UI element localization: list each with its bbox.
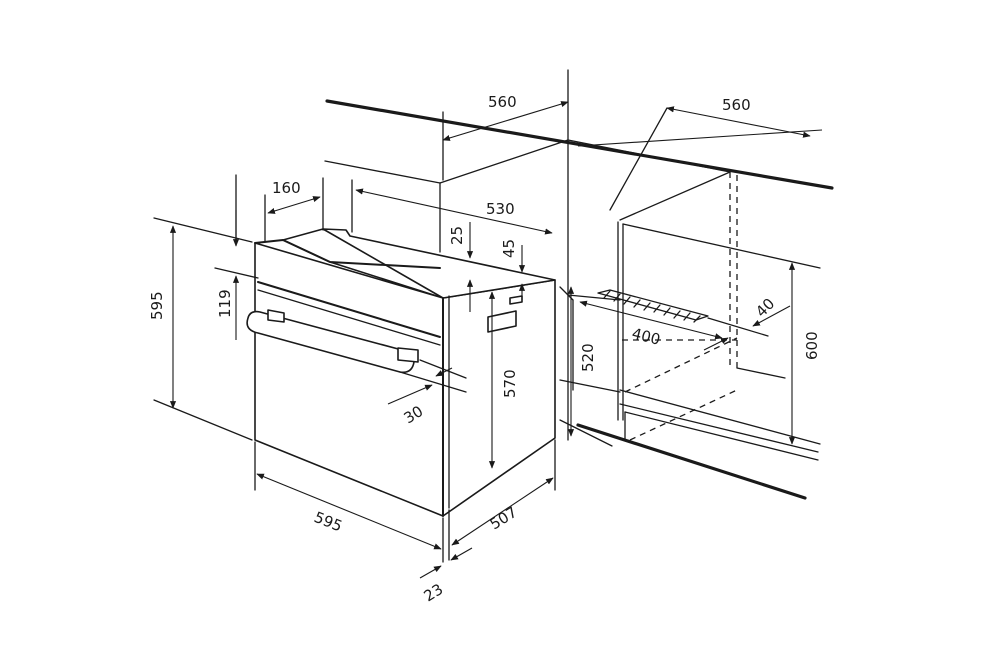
dim-cutout-width: 400 — [579, 300, 723, 349]
dim-label-119: 119 — [216, 289, 234, 318]
dim-cabinet-width-right: 560 — [577, 96, 823, 211]
dim-body-height: 570 — [488, 291, 519, 469]
dim-back-offset: 160 — [264, 177, 324, 243]
cabinet-outline — [324, 69, 834, 500]
dim-cutout-depth: 40 — [703, 295, 791, 351]
cutout-hatch — [597, 289, 709, 323]
dim-label-595-width: 595 — [312, 508, 345, 535]
dim-label-600: 600 — [803, 331, 821, 360]
dim-top-depth: 530 — [351, 179, 553, 235]
dim-cabinet-height: 600 — [788, 262, 821, 445]
dim-label-45: 45 — [500, 239, 518, 258]
dim-label-520: 520 — [579, 343, 597, 372]
dim-label-530: 530 — [486, 200, 515, 218]
dim-label-40: 40 — [752, 295, 778, 321]
dim-label-160: 160 — [272, 179, 301, 197]
dim-label-570: 570 — [501, 369, 519, 398]
dim-label-595-height: 595 — [148, 291, 166, 320]
dim-panel-height: 119 — [214, 174, 259, 340]
dim-cabinet-width-upper: 560 — [442, 93, 569, 141]
dim-front-thickness: 23 — [419, 509, 473, 605]
oven-handle — [246, 309, 419, 374]
dim-label-560-right: 560 — [722, 96, 751, 114]
dim-label-400: 400 — [630, 324, 662, 348]
dim-oven-height: 595 — [148, 217, 253, 441]
dim-top-gap: 25 — [448, 222, 474, 312]
dim-label-25: 25 — [448, 226, 466, 245]
dim-label-560-upper: 560 — [488, 93, 517, 111]
dim-label-23: 23 — [421, 580, 447, 605]
dim-vent-height: 45 — [500, 239, 526, 300]
dim-label-507: 507 — [487, 503, 521, 533]
oven-body — [254, 228, 556, 517]
dim-niche-height: 520 — [567, 286, 597, 437]
